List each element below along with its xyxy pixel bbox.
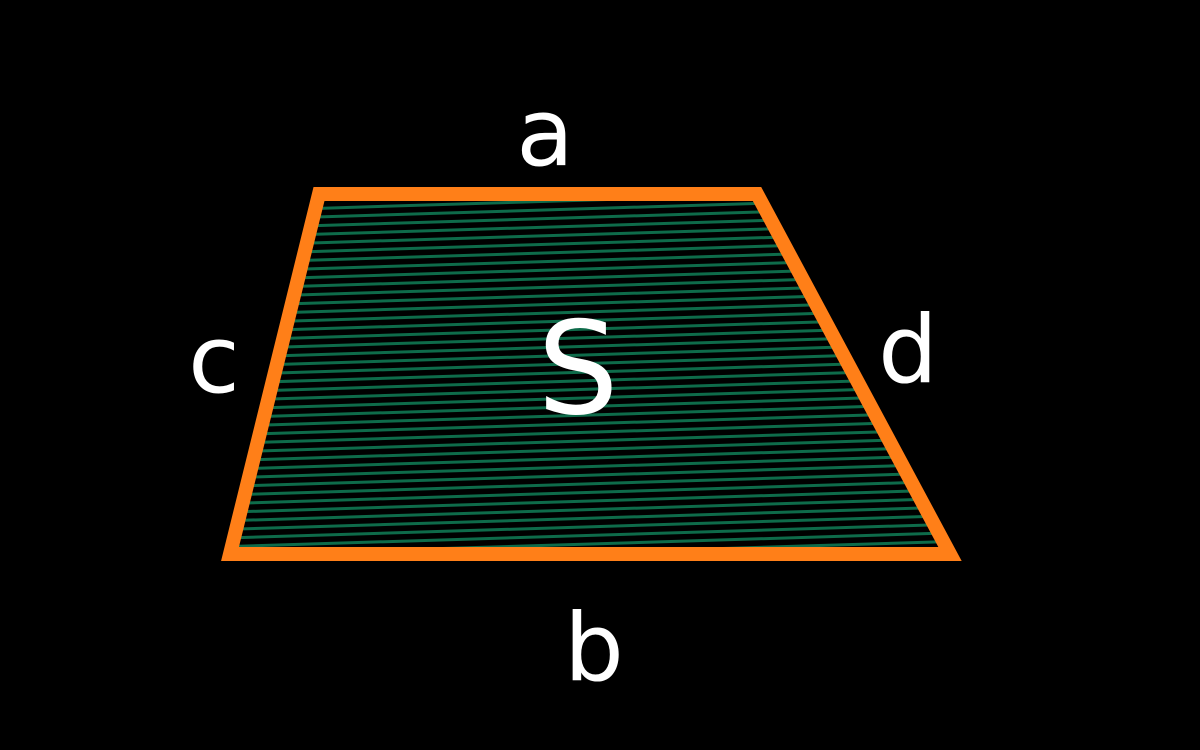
trapezoid-outline [221,187,962,561]
hatch-line [230,418,950,446]
hatch-line [200,119,980,143]
hatch-line [200,50,980,74]
hatch-line [200,25,980,49]
hatch-line [200,154,980,178]
hatch-line [200,76,980,100]
side-label-a: a [516,79,574,188]
hatch-line [200,93,980,117]
hatch-line [200,566,980,590]
hatch-line [230,470,950,498]
hatch-line [230,461,950,489]
hatch-line [200,0,980,6]
hatch-line [200,145,980,169]
hatch-line [230,496,950,524]
hatch-line [230,478,950,506]
hatch-line [200,59,980,83]
hatch-line [200,42,980,66]
hatch-line [230,392,950,420]
side-label-c: c [188,306,240,415]
hatch-line [230,444,950,472]
hatch-line [200,136,980,160]
hatch-line [230,521,950,549]
hatch-line [230,504,950,532]
hatch-line [200,16,980,40]
hatch-line [200,102,980,126]
hatch-line [200,128,980,152]
hatch-line [200,558,980,582]
hatch-line [200,33,980,57]
hatch-line [230,453,950,481]
side-label-b: b [564,594,624,703]
hatch-line [200,0,980,23]
hatch-line [200,0,980,14]
hatch-line [230,427,950,455]
hatch-line [200,111,980,135]
hatch-line [200,85,980,109]
hatch-line [230,410,950,438]
hatch-line [200,162,980,186]
hatch-line [230,384,950,412]
hatch-line [230,401,950,429]
hatch-line [200,7,980,31]
area-label-s: S [537,295,618,444]
hatch-line [230,513,950,541]
hatch-line [230,487,950,515]
side-label-d: d [878,296,938,405]
hatch-line [230,435,950,463]
hatch-line [200,68,980,92]
